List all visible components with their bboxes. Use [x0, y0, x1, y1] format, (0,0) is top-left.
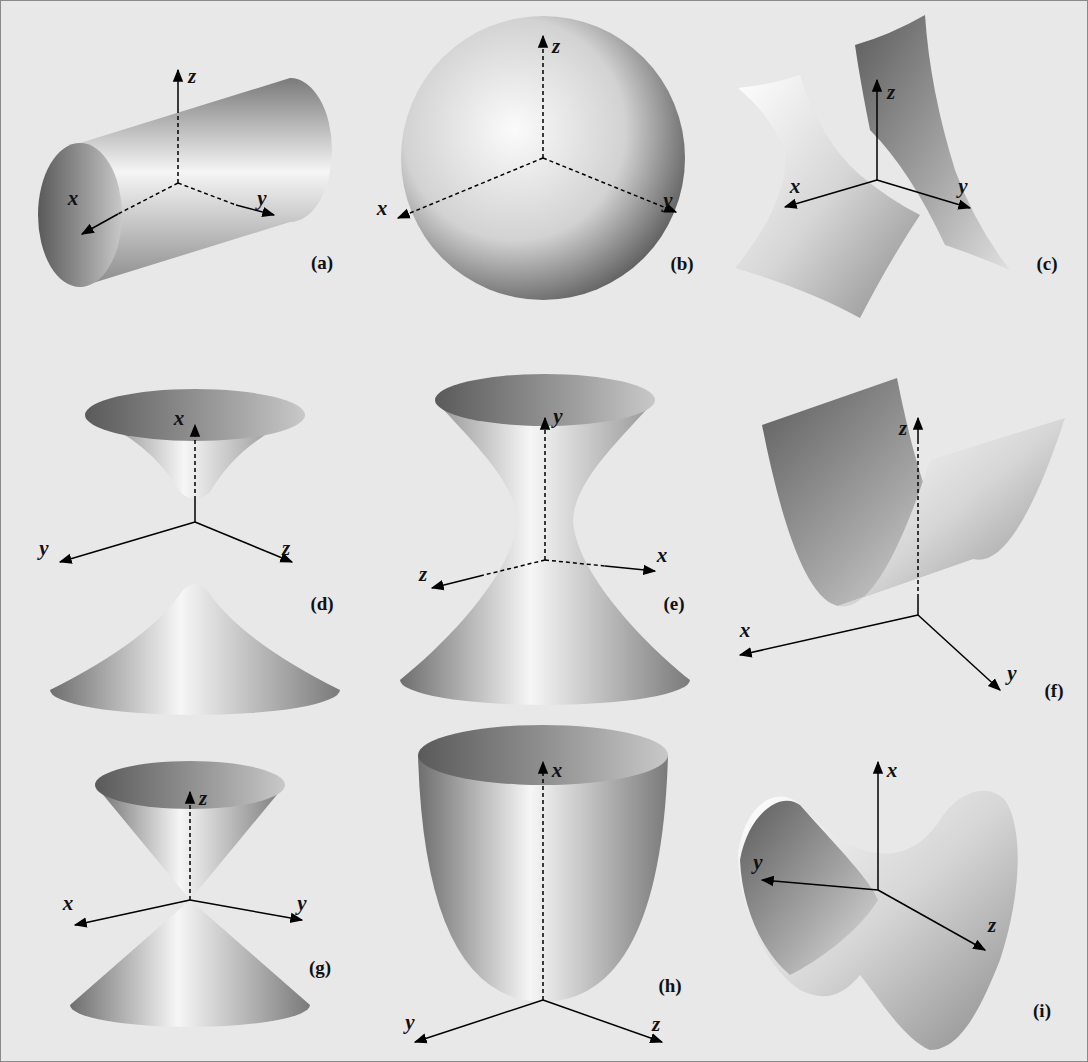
- axis-arrow: [542, 36, 544, 158]
- axis-arrow: [877, 762, 879, 890]
- axis-label: x: [377, 198, 388, 219]
- axis-line: [545, 560, 605, 566]
- axis-arrow: [876, 80, 878, 180]
- axis-label: z: [988, 915, 996, 936]
- surface-sheet: [735, 75, 920, 318]
- axis-arrow: [542, 762, 544, 1000]
- axis-label: x: [740, 620, 751, 641]
- axis-arrow: [918, 615, 1000, 690]
- axis-label: x: [63, 893, 74, 914]
- panel-letter: (e): [663, 594, 684, 613]
- saddle-inner: [740, 801, 878, 975]
- axis-arrow: [190, 900, 302, 920]
- panel-letter: (f): [1045, 681, 1064, 700]
- axis-arrow: [543, 158, 676, 212]
- axis-label: y: [39, 538, 48, 559]
- panel-letter: (d): [310, 594, 333, 613]
- panel-letter: (g): [309, 958, 331, 977]
- panel-letter: (b): [670, 254, 693, 273]
- trough-wall: [838, 418, 1065, 606]
- panel-letter: (c): [1036, 254, 1057, 273]
- axis-line: [177, 112, 179, 183]
- axis-line: [917, 598, 919, 615]
- axis-label: y: [405, 1012, 414, 1033]
- axis-label: z: [188, 66, 196, 87]
- axis-arrow: [60, 522, 195, 562]
- axis-label: x: [790, 176, 801, 197]
- axis-arrow: [543, 1000, 662, 1042]
- axis-line: [178, 183, 236, 205]
- axis-arrow: [917, 418, 919, 440]
- axis-arrow: [189, 792, 191, 900]
- axis-label: x: [552, 760, 563, 781]
- hyperboloid: [400, 400, 690, 705]
- cylinder-body: [80, 78, 332, 287]
- sphere: [401, 16, 685, 300]
- axis-line: [118, 183, 178, 214]
- axis-arrow: [194, 425, 196, 500]
- axis-label: y: [663, 190, 672, 211]
- axis-line: [480, 560, 545, 576]
- cylinder-end: [38, 143, 122, 287]
- axis-label: x: [174, 408, 185, 429]
- axis-label: y: [553, 406, 562, 427]
- axis-arrow: [82, 214, 118, 234]
- axis-arrow: [415, 1000, 543, 1042]
- axis-label: x: [657, 545, 668, 566]
- panel-letter: (a): [311, 253, 333, 272]
- axis-arrow: [195, 522, 292, 562]
- axis-label: y: [958, 176, 967, 197]
- axis-label: x: [887, 760, 898, 781]
- panel-letter: (i): [1033, 1001, 1051, 1020]
- axis-arrow: [877, 180, 970, 208]
- axis-arrow: [398, 158, 543, 218]
- axis-line: [917, 440, 919, 598]
- axis-label: z: [419, 564, 427, 585]
- axis-label: y: [753, 852, 762, 873]
- axis-label: x: [68, 188, 79, 209]
- axis-label: z: [899, 418, 907, 439]
- axis-arrow: [544, 418, 546, 560]
- axis-arrow: [236, 205, 274, 215]
- panel-letter: (h): [658, 976, 681, 995]
- axis-line: [194, 500, 196, 522]
- axis-label: y: [257, 188, 266, 209]
- lower-sheet: [50, 584, 340, 715]
- axis-arrow: [177, 70, 179, 112]
- axis-label: z: [282, 538, 290, 559]
- axis-label: z: [552, 36, 560, 57]
- paraboloid: [418, 755, 668, 1002]
- axis-label: y: [1007, 663, 1016, 684]
- axis-label: z: [652, 1014, 660, 1035]
- axis-arrow: [740, 615, 918, 655]
- axis-label: y: [297, 893, 306, 914]
- axis-arrow: [762, 880, 878, 890]
- axis-label: z: [887, 82, 895, 103]
- lower-cone: [70, 900, 310, 1027]
- axis-arrow: [432, 576, 480, 588]
- axis-label: z: [199, 788, 207, 809]
- axis-arrow: [605, 566, 655, 571]
- axis-arrow: [75, 900, 190, 925]
- axis-arrow: [878, 890, 985, 950]
